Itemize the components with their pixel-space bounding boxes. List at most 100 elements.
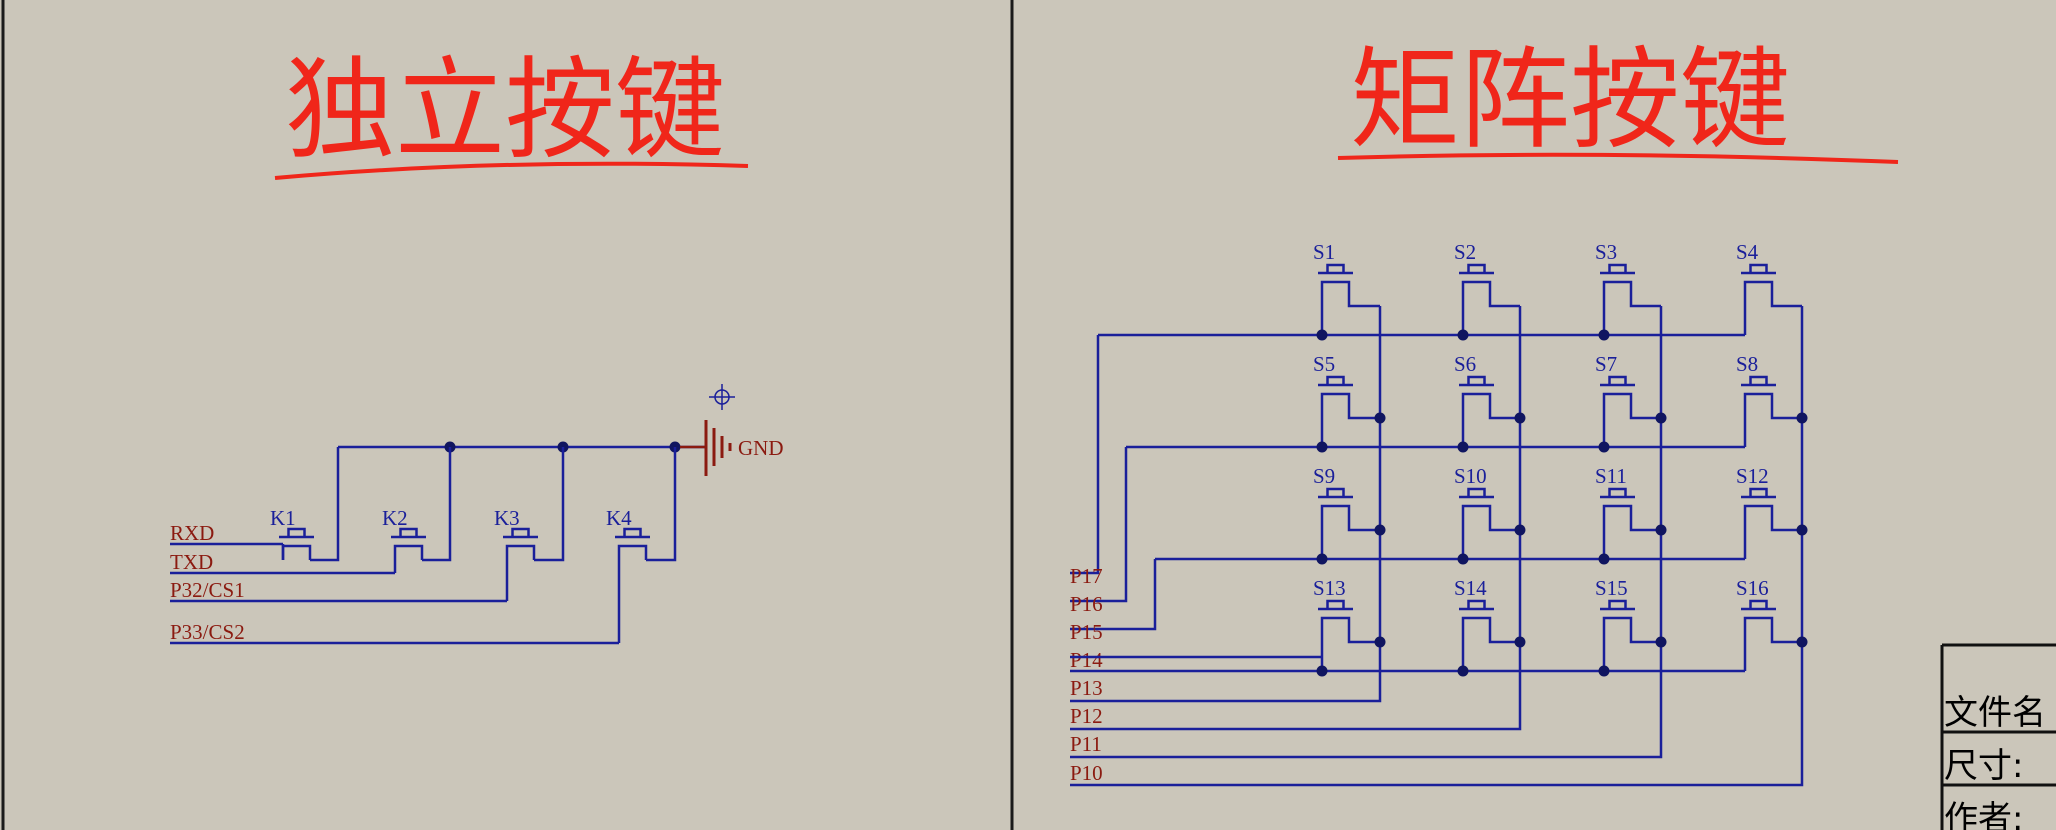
switch-label: K1 <box>270 506 296 530</box>
switch-s10-body <box>1461 504 1492 520</box>
switch-label: S6 <box>1454 352 1476 376</box>
switch-s2 <box>1459 263 1494 296</box>
switch-column-lead <box>1347 296 1380 308</box>
left-title-underline <box>274 161 749 180</box>
switch-column-lead <box>1629 408 1661 420</box>
switch-s6-cap <box>1467 375 1486 385</box>
switch-s1-cap <box>1326 263 1345 273</box>
net-label: P33/CS2 <box>170 620 245 644</box>
switch-s8 <box>1741 375 1776 408</box>
row-junction-dot <box>1598 441 1610 453</box>
switch-k1-body <box>281 544 312 560</box>
column-bus-wire <box>1070 306 1663 759</box>
switch-label: S8 <box>1736 352 1758 376</box>
switch-k3-body <box>505 544 536 560</box>
switch-column-lead <box>1347 408 1380 420</box>
switch-s13-cap <box>1326 599 1345 609</box>
switch-s14-cap <box>1467 599 1486 609</box>
net-label: P14 <box>1070 648 1103 672</box>
row-junction-dot <box>1457 665 1469 677</box>
switch-column-lead <box>1347 632 1380 644</box>
right-panel-title: 矩阵按键 <box>1350 36 1790 164</box>
switch-k4-body <box>617 544 648 560</box>
switch-s16-cap <box>1749 599 1768 609</box>
switch-label: S7 <box>1595 352 1617 376</box>
title-block-author-label: 作者: <box>1944 799 2023 830</box>
switch-bus-wire <box>422 447 452 562</box>
switch-s5-cap <box>1326 375 1345 385</box>
title-block-size-label: 尺寸: <box>1944 746 2023 786</box>
row-junction-dot <box>1457 441 1469 453</box>
switch-s1 <box>1318 263 1353 296</box>
switch-s3 <box>1600 263 1635 296</box>
left-panel-title: 独立按键 <box>285 46 725 174</box>
switch-k2-cap <box>399 527 418 537</box>
switch-k1-cap <box>287 527 306 537</box>
switch-s12-cap <box>1749 487 1768 497</box>
switch-bus-wire <box>646 447 677 562</box>
net-label: P13 <box>1070 676 1103 700</box>
switch-s11-cap <box>1608 487 1627 497</box>
switch-s7 <box>1600 375 1635 408</box>
switch-label: K3 <box>494 506 520 530</box>
row-junction-dot <box>1316 665 1328 677</box>
net-label: P12 <box>1070 704 1103 728</box>
p17-route-wire <box>1070 335 1100 575</box>
switch-s10 <box>1459 487 1494 520</box>
column-bus-wire <box>1070 306 1804 787</box>
switch-label: S5 <box>1313 352 1335 376</box>
switch-s11 <box>1600 487 1635 520</box>
switch-s10-cap <box>1467 487 1486 497</box>
switch-column-lead <box>1770 520 1802 532</box>
switch-s6 <box>1459 375 1494 408</box>
switch-s9 <box>1318 487 1353 520</box>
switch-label: S2 <box>1454 240 1476 264</box>
switch-s1-body <box>1320 280 1351 296</box>
switch-s2-body <box>1461 280 1492 296</box>
switch-bus-wire <box>534 447 565 562</box>
switch-s15 <box>1600 599 1635 632</box>
column-junction-dot <box>1796 524 1808 536</box>
switch-s16 <box>1741 599 1776 632</box>
switch-label: S13 <box>1313 576 1346 600</box>
switch-column-lead <box>1488 408 1520 420</box>
switch-label: S1 <box>1313 240 1335 264</box>
switch-column-lead <box>1770 632 1802 644</box>
column-junction-dot <box>1796 636 1808 648</box>
switch-k4-cap <box>623 527 642 537</box>
column-junction-dot <box>1374 636 1386 648</box>
row-junction-dot <box>1316 553 1328 565</box>
column-junction-dot <box>1374 524 1386 536</box>
switch-column-lead <box>1770 408 1802 420</box>
switch-label: S16 <box>1736 576 1769 600</box>
switch-column-lead <box>1488 296 1520 308</box>
row-junction-dot <box>1316 441 1328 453</box>
switch-label: S14 <box>1454 576 1487 600</box>
switch-column-lead <box>1488 632 1520 644</box>
switch-s12 <box>1741 487 1776 520</box>
switch-s12-body <box>1743 504 1774 520</box>
switch-label: S9 <box>1313 464 1335 488</box>
row-junction-dot <box>1457 329 1469 341</box>
column-junction-dot <box>1514 412 1526 424</box>
switch-column-lead <box>1629 632 1661 644</box>
switch-s8-body <box>1743 392 1774 408</box>
title-block-file-name-label: 文件名 <box>1944 693 2046 733</box>
net-label: TXD <box>170 550 213 574</box>
switch-label: S10 <box>1454 464 1487 488</box>
column-bus-wire <box>1070 306 1382 703</box>
column-junction-dot <box>1796 412 1808 424</box>
switch-s5 <box>1318 375 1353 408</box>
switch-s5-body <box>1320 392 1351 408</box>
ground-label: GND <box>738 436 784 460</box>
switch-s9-body <box>1320 504 1351 520</box>
switch-s6-body <box>1461 392 1492 408</box>
switch-s11-body <box>1602 504 1633 520</box>
column-junction-dot <box>1514 524 1526 536</box>
switch-column-lead <box>1347 520 1380 532</box>
net-label: P10 <box>1070 761 1103 785</box>
p16-route-wire <box>1070 447 1128 603</box>
